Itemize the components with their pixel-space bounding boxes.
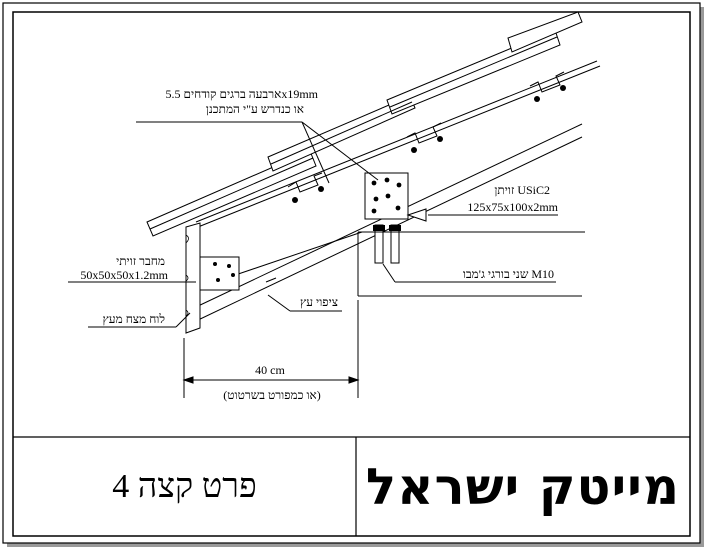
detail-title: פרט קצה 4: [112, 468, 257, 505]
bracket-name-label: זויתן USiC2: [494, 183, 550, 197]
dimension-value: 40 cm: [255, 363, 285, 377]
battens: [195, 60, 601, 228]
fascia-board-label: לוח מצח מעץ: [103, 312, 165, 326]
screws-note-label: או כנדרש ע"י המתכנן: [206, 102, 304, 116]
batten-clips: [287, 71, 565, 193]
leader-lines: [68, 121, 558, 328]
fascia-board: [185, 222, 201, 334]
outer-frame: [2, 2, 701, 544]
clip-screws: [292, 85, 566, 203]
structure-lines: [357, 231, 585, 297]
roof-tiles: [146, 11, 583, 237]
dimension-line: [182, 300, 360, 398]
company-name: מייטק ישראל: [365, 458, 681, 516]
corner-connector: [199, 256, 240, 291]
inner-frame: [12, 11, 691, 537]
dimension-note: (או כמפורט בשרטוט): [223, 388, 321, 402]
connector-size-label: 50x50x50x1.2mm: [80, 268, 168, 282]
wood-coating-label: ציפוי עץ: [300, 295, 338, 309]
bracket-size-label: 125x75x100x2mm: [467, 200, 558, 214]
screws-label: ארבעה ברגים קודחים 5.5x19mm: [165, 87, 318, 101]
connector-name-label: מחבר זויתי: [116, 254, 165, 268]
bolts-label: שני בורגי ג'מבו M10: [463, 267, 554, 281]
